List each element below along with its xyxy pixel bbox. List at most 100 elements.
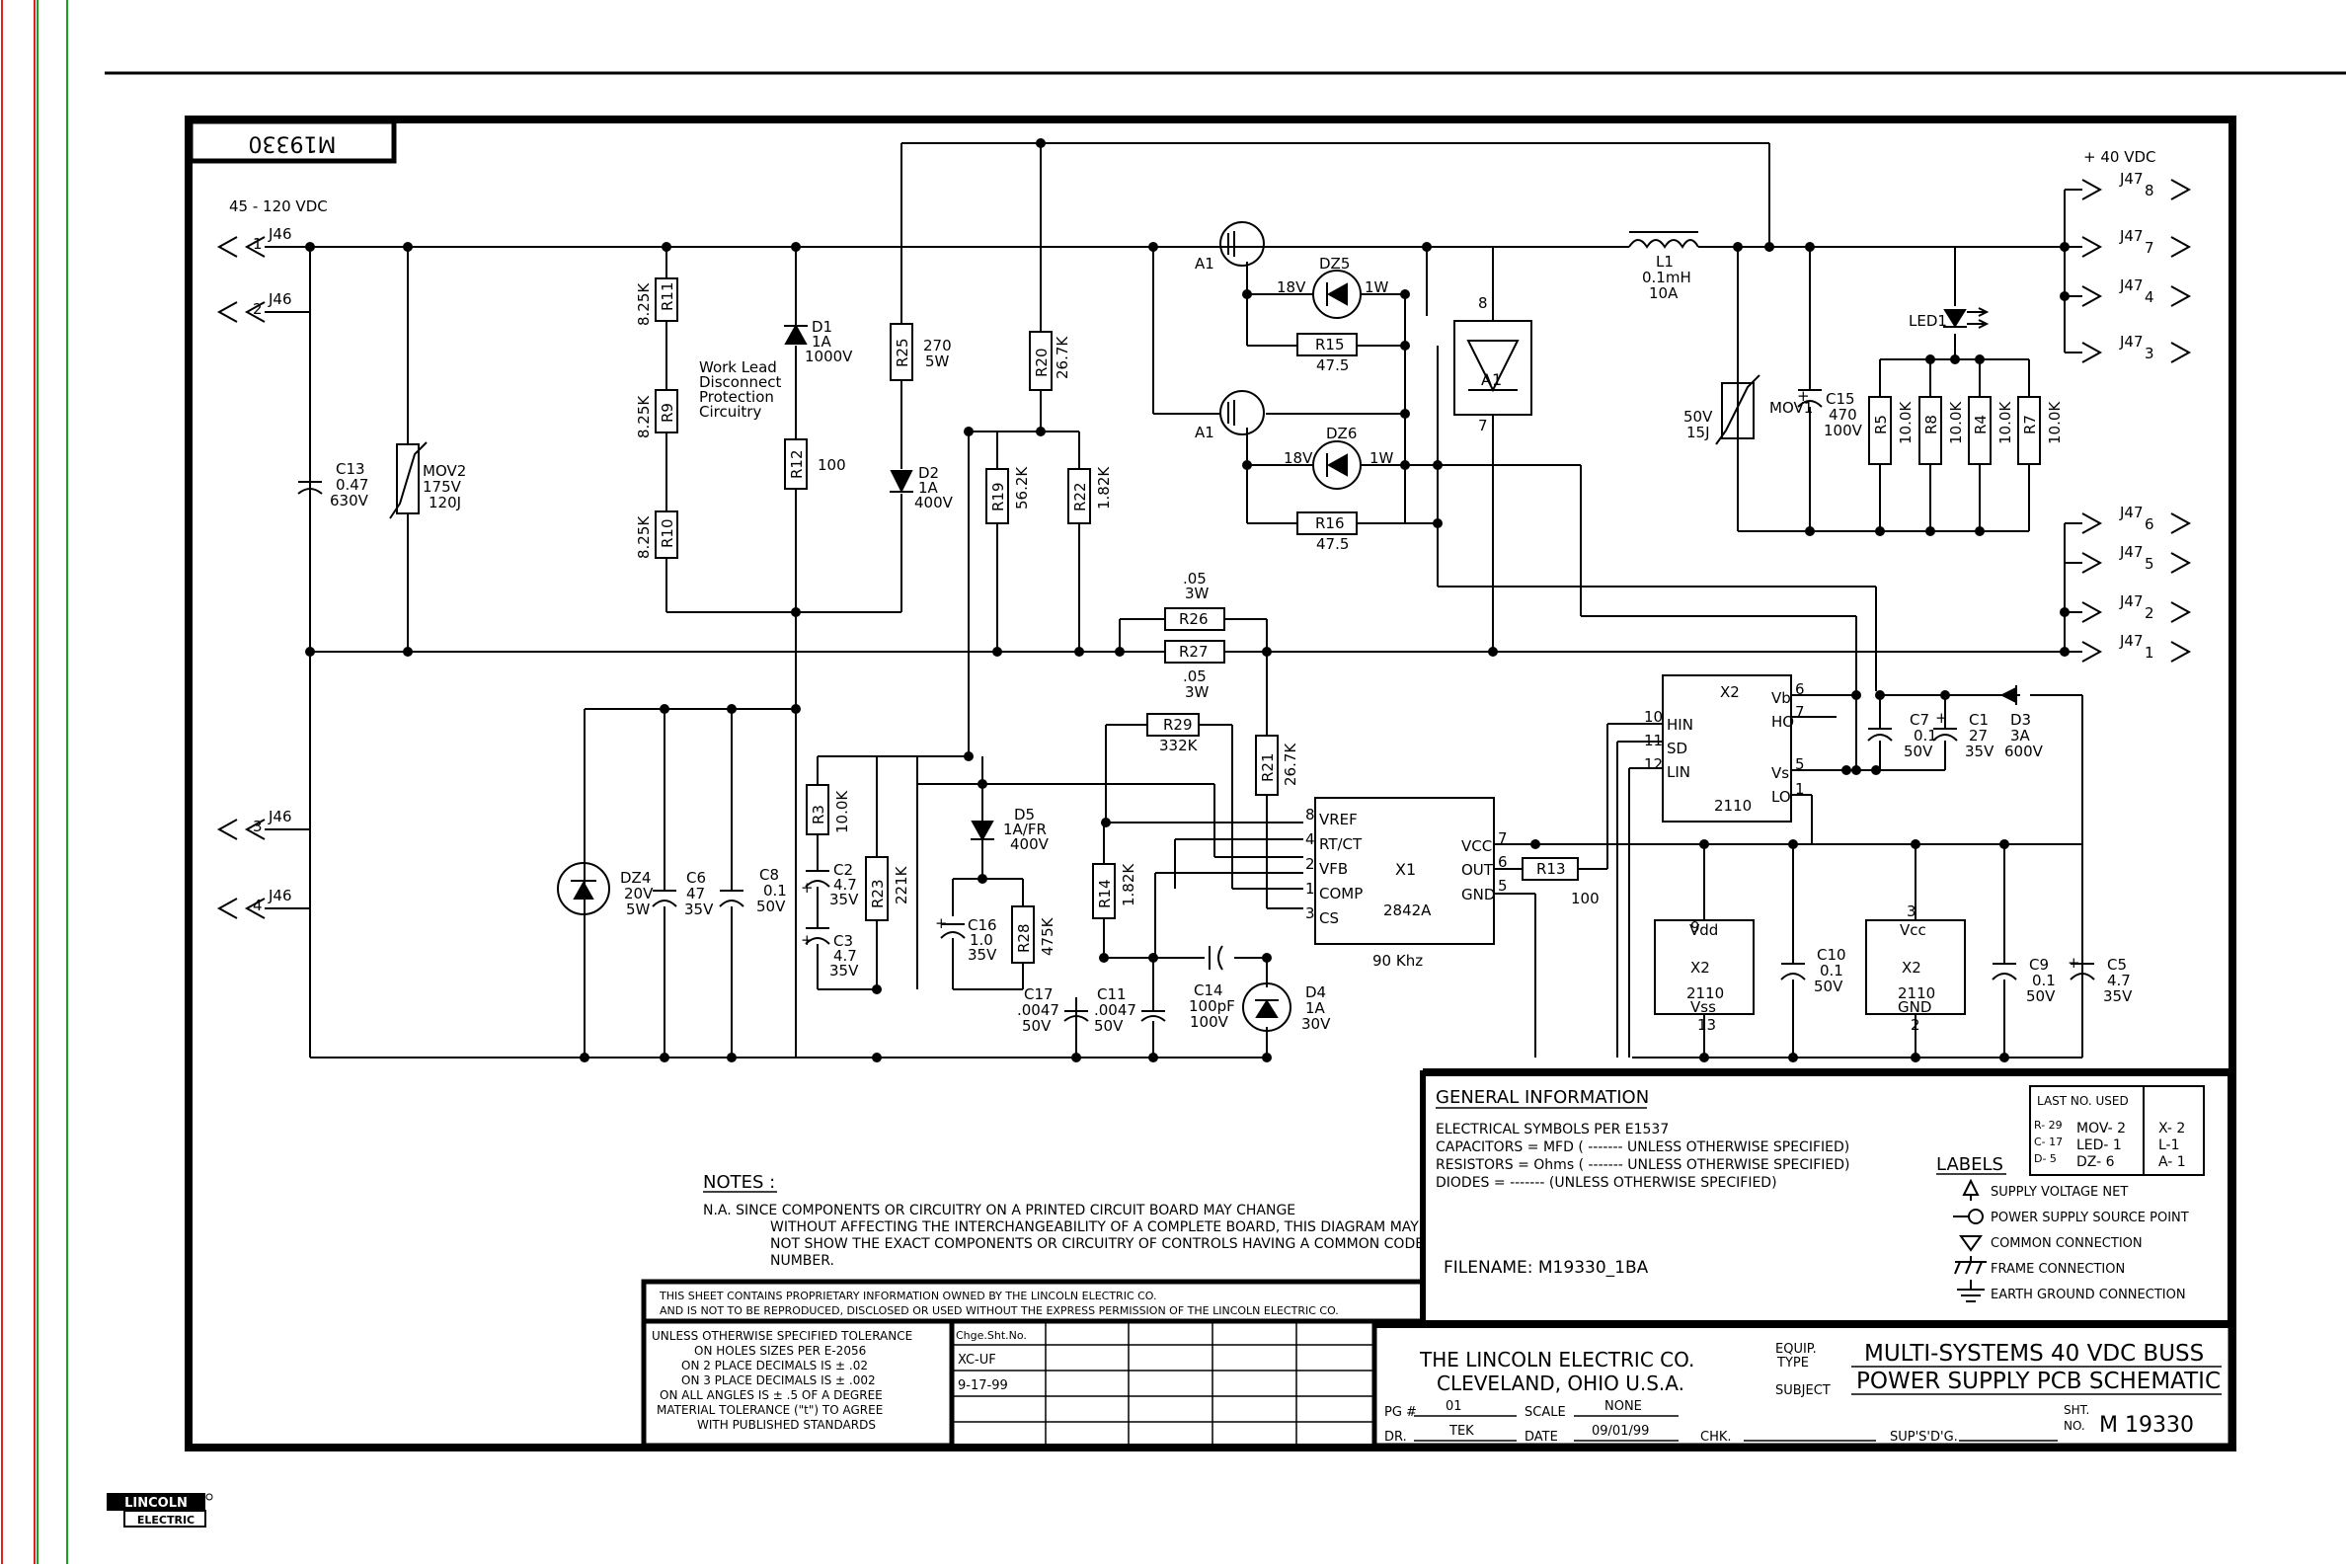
x1-pin-vref: VREF [1319, 811, 1358, 828]
page-number: 01 [1446, 1399, 1462, 1414]
sht-label-1: SHT. [2064, 1403, 2089, 1417]
company-name: THE LINCOLN ELECTRIC CO. [1419, 1348, 1694, 1372]
dz6-ref: DZ6 [1326, 425, 1357, 442]
dz4-voltage: 20V [624, 885, 654, 902]
r21-ref: R21 [1259, 752, 1277, 782]
c2-ref: C2 [833, 861, 853, 879]
label-frame-connection: FRAME CONNECTION [1991, 1262, 2125, 1277]
c5-voltage: 35V [2103, 987, 2133, 1005]
c11-ref: C11 [1097, 985, 1127, 1003]
x2-vdd-ref: X2 [1690, 959, 1710, 977]
c1-ref: C1 [1969, 711, 1989, 729]
j47-label-5: J47 [2119, 543, 2144, 561]
j47-pin-4: 4 [2145, 288, 2154, 306]
sheet-number: M 19330 [2099, 1413, 2194, 1438]
mov1-voltage: 50V [1683, 408, 1713, 426]
general-info-line-1: ELECTRICAL SYMBOLS PER E1537 [1436, 1122, 1669, 1137]
x1-pin-gnd: GND [1461, 886, 1495, 903]
a1-block-ref: A1 [1481, 370, 1502, 389]
x2-pin-vs: Vs [1771, 764, 1789, 782]
r4-value: 10.0K [1996, 401, 2014, 444]
a1-block-pin-7: 7 [1478, 417, 1488, 434]
logo-lincoln-text: LINCOLN [124, 1496, 188, 1511]
r25-power: 5W [925, 353, 950, 370]
d5-ref: D5 [1014, 806, 1035, 823]
change-table: Chge.Sht.No. XC-UF 9-17-99 [956, 1329, 1027, 1393]
r5-value: 10.0K [1897, 401, 1915, 444]
a1-mosfet-lower-ref: A1 [1195, 424, 1214, 441]
change-table-header: Chge.Sht.No. [956, 1329, 1027, 1342]
last-used-a: A- 1 [2158, 1154, 2186, 1170]
general-info-line-2: CAPACITORS = MFD ( ------- UNLESS OTHERW… [1436, 1139, 1849, 1155]
change-row-1: XC-UF [958, 1353, 996, 1368]
connector-symbols [216, 179, 2192, 919]
r23-value: 221K [893, 865, 910, 904]
mov2-rating: 120J [429, 494, 461, 511]
mov2-value: 175V [423, 478, 462, 496]
mov1-ref: MOV1 [1769, 399, 1813, 417]
lincoln-electric-logo: LINCOLN ELECTRIC [107, 1493, 213, 1528]
x1-pin-num-5: 5 [1498, 877, 1508, 895]
c16-ref: C16 [968, 916, 997, 934]
x2-ref: X2 [1720, 683, 1740, 701]
date-value: 09/01/99 [1592, 1424, 1649, 1439]
c13-value: 0.47 [336, 476, 368, 494]
zener-symbols [557, 270, 1362, 1032]
equipment-type: MULTI-SYSTEMS 40 VDC BUSS [1864, 1341, 2204, 1367]
x2-pin-num-1: 1 [1795, 780, 1805, 798]
diode-symbols [784, 309, 2017, 842]
c8-voltage: 50V [756, 898, 786, 915]
proprietary-line-2: AND IS NOT TO BE REPRODUCED, DISCLOSED O… [660, 1304, 1339, 1317]
r16-ref: R16 [1315, 514, 1345, 532]
r4-ref: R4 [1972, 415, 1990, 434]
supsdg-label: SUP'S'D'G. [1890, 1430, 1958, 1445]
resistor-bodies [655, 277, 2041, 964]
labels-legend: LABELS SUPPLY VOLTAGE NET POWER SUPPLY S… [1936, 1154, 2189, 1302]
r20-ref: R20 [1033, 348, 1051, 377]
tolerance-block: UNLESS OTHERWISE SPECIFIED TOLERANCE ON … [652, 1329, 912, 1432]
r11-value: 8.25K [635, 282, 653, 326]
c3-ref: C3 [833, 932, 853, 950]
tolerance-line-5: ON ALL ANGLES IS ± .5 OF A DEGREE [660, 1388, 883, 1402]
j47-label-1: J47 [2119, 632, 2144, 650]
component-labels: 45 - 120 VDC 1 2 3 4 J46 J46 J46 J46 + 4… [229, 148, 2155, 1035]
r26-value: .05 [1183, 570, 1207, 588]
notes-line-1: N.A. SINCE COMPONENTS OR CIRCUITRY ON A … [703, 1203, 1295, 1218]
d5-current: 1A/FR [1003, 821, 1047, 838]
c8-value: 0.1 [763, 882, 787, 900]
c5-value: 4.7 [2107, 972, 2131, 989]
r25-ref: R25 [894, 338, 911, 367]
led1-ref: LED1 [1909, 312, 1947, 330]
r25-value: 270 [923, 337, 952, 354]
tolerance-line-7: WITH PUBLISHED STANDARDS [697, 1418, 876, 1432]
input-voltage: 45 - 120 VDC [229, 197, 328, 215]
c15-voltage: 100V [1824, 422, 1863, 439]
l1-current: 10A [1649, 284, 1679, 302]
r8-ref: R8 [1922, 415, 1940, 434]
d2-ref: D2 [918, 464, 939, 482]
c15-polarity: + [1797, 387, 1810, 405]
c3-polarity: + [801, 931, 814, 949]
work-lead-note-1: Work Lead [699, 358, 777, 376]
r29-ref: R29 [1163, 716, 1193, 734]
x2-vss-pin-13: 13 [1697, 1016, 1716, 1034]
c1-value: 27 [1969, 727, 1988, 745]
last-used-x: X- 2 [2158, 1121, 2185, 1137]
x1-pin-num-1: 1 [1305, 880, 1315, 898]
c2-value: 4.7 [833, 876, 857, 894]
c9-ref: C9 [2029, 956, 2049, 974]
dz6-power: 1W [1369, 449, 1394, 467]
c9-voltage: 50V [2026, 987, 2056, 1005]
c2-polarity: + [801, 879, 814, 897]
x1-pin-num-4: 4 [1305, 830, 1315, 848]
r28-value: 475K [1039, 916, 1056, 956]
x2-vss-label: Vss [1690, 998, 1716, 1016]
x2-pin-num-12: 12 [1644, 755, 1663, 773]
label-supply-voltage-net: SUPPLY VOLTAGE NET [1991, 1185, 2128, 1200]
proprietary-line-1: THIS SHEET CONTAINS PROPRIETARY INFORMAT… [659, 1290, 1157, 1302]
x2-pin-num-6: 6 [1795, 680, 1805, 698]
scale-value: NONE [1604, 1399, 1642, 1414]
c11-voltage: 50V [1094, 1017, 1124, 1035]
r13-ref: R13 [1536, 860, 1566, 878]
a1-mosfet-upper-ref: A1 [1195, 255, 1214, 273]
